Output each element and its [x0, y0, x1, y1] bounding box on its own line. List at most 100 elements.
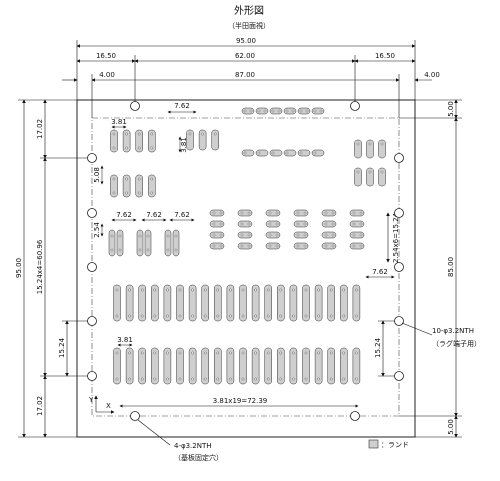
land-pad	[164, 229, 172, 257]
land-pad	[138, 284, 146, 322]
pad-hole	[342, 351, 346, 355]
pad-hole	[329, 351, 333, 355]
pad-hole	[219, 211, 223, 215]
land-pad	[311, 107, 325, 115]
pad-hole	[150, 146, 154, 150]
land-pad	[321, 231, 337, 239]
pad-hole	[292, 314, 295, 318]
land-pad	[135, 129, 143, 153]
callout-hole-big: 10-φ3.2NTH	[432, 327, 474, 335]
lug-hole	[130, 101, 140, 111]
dim-762-b3: 7.62	[174, 211, 190, 219]
land-pad	[136, 229, 144, 257]
pad-hole	[356, 170, 360, 174]
callout-hole-corner: 4-φ3.2NTH	[174, 442, 212, 450]
pad-hole	[153, 351, 157, 355]
pad-hole	[279, 351, 283, 355]
land-pad	[214, 284, 222, 322]
pad-hole	[112, 177, 116, 181]
land-pad	[321, 209, 337, 217]
pad-hole	[219, 233, 223, 237]
pad-hole	[241, 351, 245, 355]
pad-hole	[115, 351, 119, 355]
pad-hole	[112, 146, 116, 150]
dim-254x6: 2.54x6=15.24	[392, 212, 400, 263]
land-pad	[138, 347, 146, 385]
pad-hole	[303, 211, 307, 215]
pad-hole	[241, 288, 245, 292]
pad-hole	[296, 222, 300, 226]
pad-hole	[292, 288, 295, 292]
land-pad	[116, 229, 124, 257]
land-pad	[148, 174, 156, 198]
axis-x-label: X	[106, 402, 111, 410]
holes	[87, 101, 404, 421]
pad-hole	[240, 233, 244, 237]
pad-hole	[254, 377, 257, 381]
land-pad	[237, 220, 253, 228]
pad-hole	[359, 222, 363, 226]
land-pad	[241, 107, 255, 115]
callout-hole-corner-note: （基板固定穴）	[174, 453, 223, 462]
dim-762-right: 7.62	[372, 268, 388, 276]
land-pad	[151, 284, 159, 322]
pad-hole	[216, 314, 220, 318]
pad-hole	[229, 288, 232, 292]
legend-label: ：ランド	[381, 441, 409, 449]
pad-hole	[324, 244, 328, 248]
land-pad	[209, 231, 225, 239]
land-pad	[366, 139, 374, 159]
pad-hole	[352, 233, 356, 237]
land-pad	[251, 284, 260, 322]
pad-hole	[240, 244, 244, 248]
land-pad	[340, 284, 348, 322]
land-pad	[255, 107, 269, 115]
pad-hole	[138, 234, 142, 238]
land-pad	[214, 347, 222, 385]
dim-508: 5.08	[93, 167, 101, 183]
dim-height-left: 15.24x4=60.96	[36, 239, 44, 294]
land-pad	[122, 174, 131, 198]
dim-1524-left: 15.24	[58, 337, 66, 358]
pad-hole	[247, 244, 251, 248]
pad-hole	[355, 351, 358, 355]
dim-381-top: 3.81	[111, 118, 127, 126]
pad-hole	[118, 234, 122, 238]
pad-hole	[219, 244, 223, 248]
fixing-hole	[130, 411, 140, 421]
pad-hole	[174, 248, 178, 252]
pad-hole	[203, 288, 207, 292]
pad-hole	[191, 351, 194, 355]
pad-hole	[277, 109, 281, 113]
pad-hole	[153, 377, 157, 381]
dim-inner-right: 4.00	[424, 71, 440, 79]
pad-hole	[219, 222, 223, 226]
pad-hole	[355, 288, 358, 292]
land-pad	[226, 284, 235, 322]
land-pad	[237, 209, 253, 217]
pad-hole	[317, 377, 320, 381]
dim-row-pitch: 3.81x19=72.39	[213, 397, 268, 405]
pad-hole	[324, 211, 328, 215]
right-dimensions	[378, 99, 462, 438]
pad-hole	[296, 233, 300, 237]
pad-hole	[166, 314, 169, 318]
dim-right-margin: 16.50	[375, 52, 395, 60]
land-pad	[241, 149, 255, 157]
pad-hole	[247, 211, 251, 215]
pad-hole	[229, 314, 232, 318]
pad-hole	[216, 288, 220, 292]
land-pad	[302, 284, 310, 322]
pad-hole	[380, 170, 384, 174]
pad-hole	[178, 351, 182, 355]
pad-hole	[305, 109, 309, 113]
pad-hole	[137, 191, 141, 195]
pad-hole	[112, 132, 116, 136]
pad-hole	[166, 234, 170, 238]
pad-hole	[216, 377, 220, 381]
pad-hole	[110, 248, 114, 252]
pad-hole	[359, 211, 363, 215]
pad-hole	[266, 377, 270, 381]
pad-hole	[317, 351, 320, 355]
pad-hole	[303, 244, 307, 248]
